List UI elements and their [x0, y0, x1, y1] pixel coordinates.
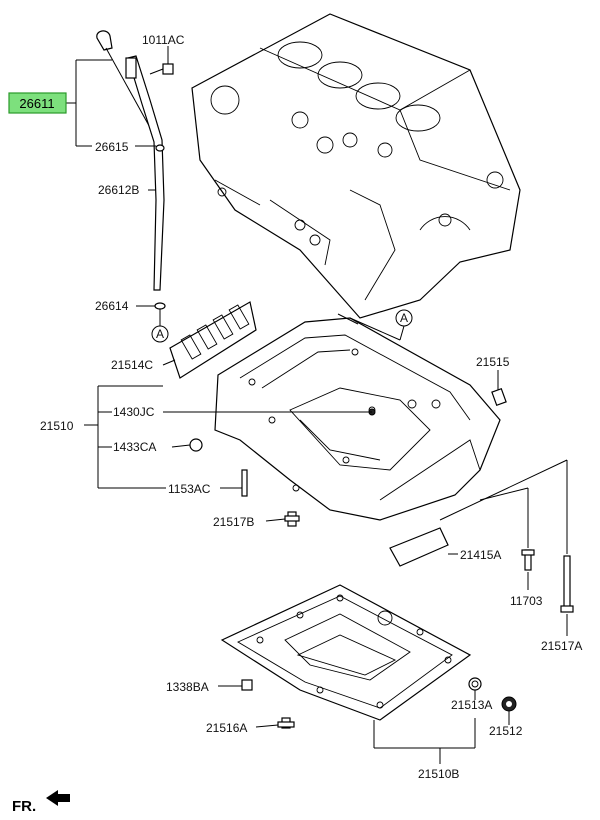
o-ring-26615: [155, 144, 165, 152]
bolt-21517A: [560, 555, 574, 613]
front-arrow-icon: [46, 790, 70, 806]
stud-1153AC: [241, 469, 248, 497]
upper-oil-pan: [214, 317, 501, 521]
label-21513A[interactable]: 21513A: [451, 698, 492, 712]
label-26612B[interactable]: 26612B: [98, 183, 139, 197]
marker-a-top: A: [151, 325, 169, 343]
label-1153AC[interactable]: 1153AC: [168, 482, 211, 496]
label-21517B[interactable]: 21517B: [213, 515, 254, 529]
label-11703[interactable]: 11703: [510, 594, 543, 608]
label-21516A[interactable]: 21516A: [206, 721, 247, 735]
label-21415A[interactable]: 21415A: [460, 548, 501, 562]
label-26611[interactable]: 26611: [8, 92, 67, 114]
svg-text:A: A: [156, 327, 164, 341]
label-21515[interactable]: 21515: [476, 355, 510, 369]
leader-lines: [66, 46, 568, 764]
label-1338BA[interactable]: 1338BA: [166, 680, 209, 694]
bolt-21517B: [284, 511, 300, 527]
drain-plug-21512: [501, 696, 517, 712]
label-26614[interactable]: 26614: [95, 299, 129, 313]
label-21512[interactable]: 21512: [489, 724, 523, 738]
label-1430JC[interactable]: 1430JC: [113, 405, 155, 419]
bolt-11703: [521, 549, 535, 571]
lower-oil-pan: [220, 584, 472, 721]
svg-text:FR.: FR.: [12, 798, 36, 815]
label-26615[interactable]: 26615: [95, 140, 129, 154]
svg-text:26611: 26611: [19, 96, 54, 111]
gasket-21513A: [468, 677, 482, 691]
svg-text:A: A: [400, 311, 408, 325]
label-21514C[interactable]: 21514C: [111, 358, 153, 372]
engine-block: [191, 13, 521, 319]
label-1433CA[interactable]: 1433CA: [113, 440, 156, 454]
label-21510[interactable]: 21510: [40, 419, 74, 433]
plug-1433CA: [189, 438, 203, 452]
o-ring-26614: [154, 302, 166, 310]
bracket-21415A: [389, 527, 449, 567]
label-1011AC[interactable]: 1011AC: [142, 33, 185, 47]
bolt-21516A: [277, 717, 295, 729]
label-21510B[interactable]: 21510B: [418, 767, 459, 781]
front-direction-indicator: FR.: [12, 790, 70, 815]
marker-a-bottom: A: [395, 309, 413, 327]
dipstick-guide-tube: [125, 55, 165, 291]
bolt-1338BA: [241, 679, 253, 691]
bolt-1011AC: [149, 63, 174, 75]
oil-baffle-21514C: [169, 301, 257, 379]
bolt-21515: [491, 387, 507, 407]
label-21517A[interactable]: 21517A: [541, 639, 582, 653]
